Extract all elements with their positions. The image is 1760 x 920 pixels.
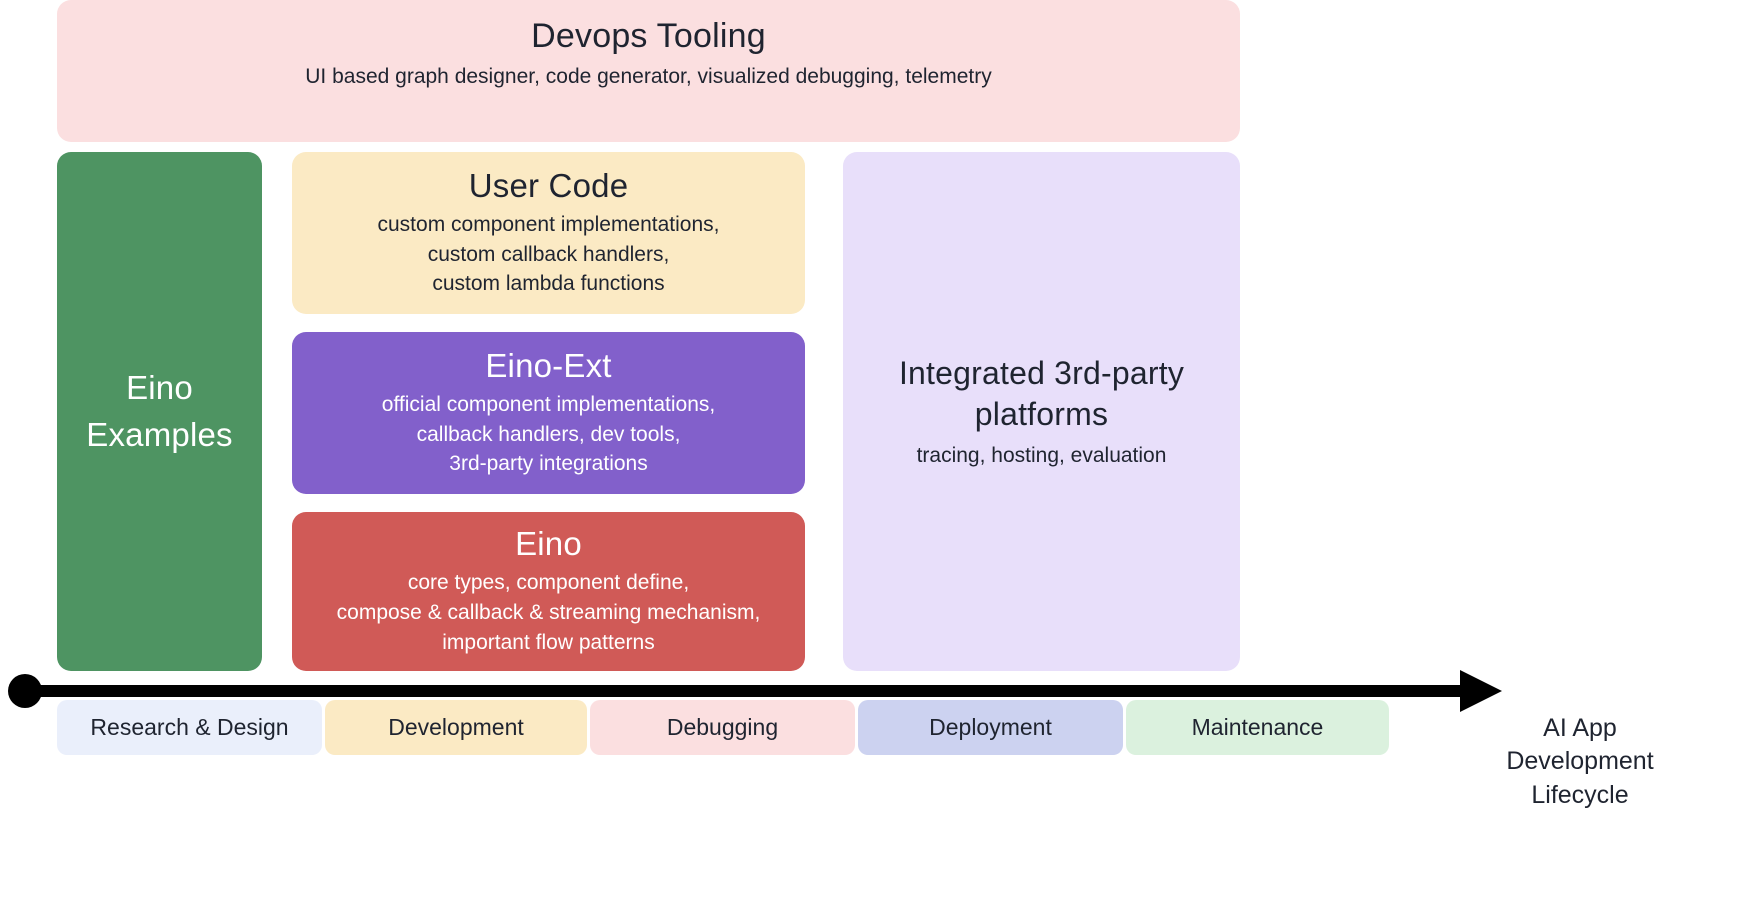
- user-code-subtitle: custom component implementations, custom…: [377, 212, 720, 296]
- lifecycle-axis: [8, 670, 1508, 712]
- eino-ext-panel: Eino-Ext official component implementati…: [292, 332, 805, 494]
- eino-examples-title: Eino Examples: [86, 368, 233, 453]
- third-party-subtitle: tracing, hosting, evaluation: [916, 443, 1167, 467]
- eino-panel: Eino core types, component define, compo…: [292, 512, 805, 671]
- user-code-panel: User Code custom component implementatio…: [292, 152, 805, 314]
- integrated-third-party-platforms-panel: Integrated 3rd-party platforms tracing, …: [843, 152, 1240, 671]
- devops-tooling-banner: Devops Tooling UI based graph designer, …: [57, 0, 1240, 142]
- eino-title: Eino: [515, 525, 582, 563]
- lifecycle-stage-label: Research & Design: [90, 714, 289, 740]
- axis-arrow-icon: [1460, 670, 1502, 712]
- eino-subtitle: core types, component define, compose & …: [336, 571, 761, 654]
- lifecycle-stage-development[interactable]: Development: [325, 700, 587, 755]
- eino-ext-subtitle: official component implementations, call…: [381, 392, 716, 476]
- lifecycle-stage-label: Development: [388, 714, 524, 740]
- lifecycle-stage-maintenance[interactable]: Maintenance: [1126, 700, 1389, 755]
- eino-ext-title: Eino-Ext: [485, 346, 612, 384]
- user-code-title: User Code: [468, 166, 629, 204]
- axis-caption: AI App Development Lifecycle: [1506, 714, 1654, 809]
- lifecycle-stage-debugging[interactable]: Debugging: [590, 700, 855, 755]
- lifecycle-stage-deployment[interactable]: Deployment: [858, 700, 1123, 755]
- lifecycle-stage-research-design[interactable]: Research & Design: [57, 700, 322, 755]
- lifecycle-stage-label: Deployment: [929, 714, 1052, 740]
- axis-line: [32, 685, 1484, 697]
- eino-examples-panel: Eino Examples: [57, 152, 262, 671]
- third-party-title: Integrated 3rd-party platforms: [898, 354, 1185, 432]
- devops-tooling-title: Devops Tooling: [531, 17, 766, 55]
- lifecycle-stage-label: Debugging: [666, 714, 779, 740]
- devops-tooling-subtitle: UI based graph designer, code generator,…: [305, 65, 992, 89]
- lifecycle-stage-label: Maintenance: [1191, 714, 1324, 740]
